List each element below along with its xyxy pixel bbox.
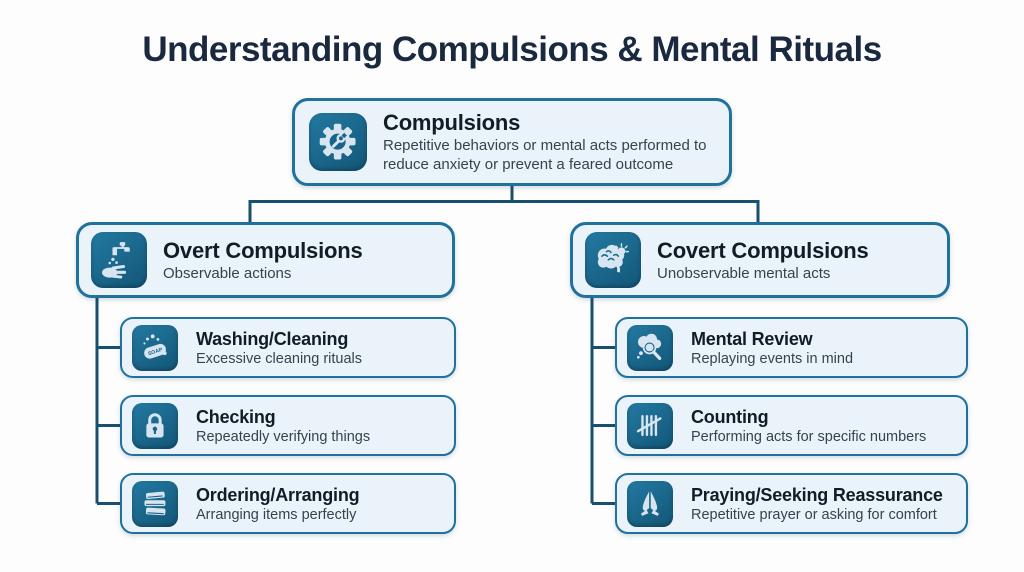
hand-washing-icon xyxy=(91,232,147,288)
card-subtitle: Replaying events in mind xyxy=(691,350,854,367)
card-title: Covert Compulsions xyxy=(657,237,869,263)
tally-marks-icon xyxy=(627,402,673,449)
gear-wrench-icon xyxy=(309,113,367,171)
page-title: Understanding Compulsions & Mental Ritua… xyxy=(142,30,882,69)
books-icon xyxy=(132,480,178,527)
card-subtitle: Observable actions xyxy=(163,264,292,282)
child-card-counting: Counting Performing acts for specific nu… xyxy=(615,395,968,456)
card-subtitle: Unobservable mental acts xyxy=(657,264,831,282)
lock-icon xyxy=(132,402,178,449)
card-subtitle: Repetitive prayer or asking for comfort xyxy=(691,506,937,523)
card-title: Praying/Seeking Reassurance xyxy=(691,484,943,505)
child-card-mental-review: Mental Review Replaying events in mind xyxy=(615,317,968,378)
child-card-ordering: Ordering/Arranging Arranging items perfe… xyxy=(120,473,456,534)
branch-card-overt: Overt Compulsions Observable actions xyxy=(76,222,455,298)
card-subtitle: Arranging items perfectly xyxy=(196,506,357,523)
child-card-checking: Checking Repeatedly verifying things xyxy=(120,395,456,456)
card-description: Repetitive behaviors or mental acts perf… xyxy=(383,137,707,173)
card-title: Checking xyxy=(196,406,276,427)
card-title: Counting xyxy=(691,406,769,427)
card-title: Overt Compulsions xyxy=(163,237,363,263)
svg-text:SOAP: SOAP xyxy=(147,346,163,356)
branch-card-covert: Covert Compulsions Unobservable mental a… xyxy=(570,222,950,298)
card-title: Ordering/Arranging xyxy=(196,484,360,505)
brain-icon xyxy=(585,232,641,288)
card-subtitle: Excessive cleaning rituals xyxy=(196,350,363,367)
card-title: Compulsions xyxy=(383,110,521,135)
praying-hands-icon xyxy=(627,480,673,527)
card-subtitle: Repeatedly verifying things xyxy=(196,428,371,445)
card-subtitle: Performing acts for specific numbers xyxy=(691,428,927,445)
thought-magnifier-icon xyxy=(627,324,673,371)
card-title: Washing/Cleaning xyxy=(196,328,349,349)
card-title: Mental Review xyxy=(691,328,813,349)
child-card-praying: Praying/Seeking Reassurance Repetitive p… xyxy=(615,473,968,534)
soap-icon: SOAP xyxy=(132,324,178,371)
child-card-washing: SOAP Washing/Cleaning Excessive cleaning… xyxy=(120,317,456,378)
root-card-compulsions: Compulsions Repetitive behaviors or ment… xyxy=(292,98,732,186)
